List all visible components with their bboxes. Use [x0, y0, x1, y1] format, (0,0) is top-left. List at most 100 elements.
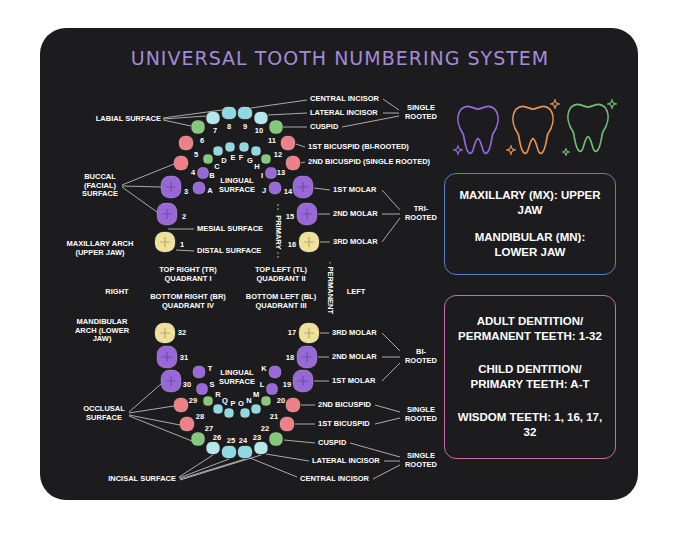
- anatomy-label: 1ST BICUSPID (BI-ROOTED): [308, 143, 409, 152]
- tooth-number: 13: [277, 169, 285, 178]
- anatomy-label: CENTRAL INCISOR: [300, 475, 369, 484]
- sparkle: [607, 99, 617, 109]
- tooth-number: 27: [205, 425, 213, 434]
- permanent-tooth: [293, 176, 313, 198]
- anatomy-label: BI-ROOTED: [403, 348, 439, 365]
- primary-tooth: [240, 143, 249, 152]
- tooth-number: 23: [253, 434, 261, 443]
- molar-groove: [166, 376, 176, 386]
- anatomy-label: SINGLE ROOTED: [401, 452, 441, 469]
- primary-tooth-letter: O: [238, 400, 244, 409]
- anatomy-label: PERMANENT: [326, 263, 335, 317]
- permanent-tooth: [255, 112, 268, 124]
- molar-groove: [166, 182, 176, 192]
- primary-tooth-letter: A: [207, 187, 212, 196]
- tooth-number: 8: [227, 123, 231, 132]
- permanent-tooth: [299, 323, 319, 343]
- anatomy-label: LABIAL SURFACE: [96, 115, 161, 124]
- tooth-number: 16: [288, 241, 296, 250]
- tooth-number: 29: [189, 397, 197, 406]
- info-box: ADULT DENTITION/ PERMANENT TEETH: 1-32CH…: [444, 295, 616, 459]
- tooth-number: 1: [180, 241, 184, 250]
- anatomy-label: INCISAL SURFACE: [108, 475, 176, 484]
- primary-tooth-letter: B: [209, 172, 214, 181]
- sparkle: [562, 148, 570, 156]
- anatomy-label: OCCLUSAL SURFACE: [79, 405, 129, 422]
- permanent-tooth: [270, 433, 283, 446]
- anatomy-label: 1ST MOLAR: [332, 377, 375, 386]
- tooth-number: 25: [227, 437, 235, 446]
- anatomy-label: SINGLE ROOTED: [401, 104, 441, 121]
- permanent-tooth: [238, 446, 252, 458]
- tooth-number: 18: [286, 354, 294, 363]
- tooth-number: 12: [274, 151, 282, 160]
- primary-tooth-letter: T: [208, 365, 213, 374]
- permanent-tooth: [299, 232, 319, 252]
- primary-tooth-letter: H: [254, 163, 259, 172]
- permanent-tooth: [222, 446, 236, 458]
- tooth-number: 30: [183, 381, 191, 390]
- permanent-tooth: [157, 203, 177, 225]
- tooth-number: 10: [255, 127, 263, 136]
- primary-tooth-letter: E: [230, 154, 235, 163]
- tooth-number: 21: [270, 413, 278, 422]
- primary-tooth-letter: P: [230, 400, 235, 409]
- info-text: ADULT DENTITION/ PERMANENT TEETH: 1-32: [453, 314, 607, 344]
- permanent-tooth: [192, 433, 205, 446]
- permanent-tooth: [174, 398, 188, 412]
- primary-tooth-letter: S: [209, 381, 214, 390]
- anatomy-label: MESIAL SURFACE: [197, 225, 263, 234]
- tooth-number: 17: [288, 329, 296, 338]
- primary-tooth: [252, 147, 261, 156]
- tooth-icon: [568, 104, 608, 151]
- anatomy-label: LINGUAL SURFACE: [217, 177, 257, 194]
- primary-tooth-letter: R: [215, 391, 220, 400]
- tooth-number: 14: [284, 188, 292, 197]
- permanent-tooth: [155, 323, 175, 343]
- permanent-tooth: [161, 370, 181, 392]
- anatomy-label: LATERAL INCISOR: [310, 109, 378, 118]
- molar-groove: [160, 237, 170, 247]
- primary-tooth: [241, 409, 250, 418]
- primary-tooth: [269, 182, 281, 194]
- anatomy-label: 1ST MOLAR: [333, 186, 376, 195]
- anatomy-label: 2ND MOLAR: [332, 353, 377, 362]
- molar-groove: [298, 376, 308, 386]
- permanent-tooth: [180, 417, 194, 431]
- permanent-tooth: [297, 346, 317, 368]
- anatomy-label: MANDIBULAR ARCH (LOWER JAW): [71, 318, 133, 344]
- molar-groove: [304, 237, 314, 247]
- molar-groove: [162, 209, 172, 219]
- primary-tooth: [214, 405, 223, 414]
- tooth-number: 7: [213, 127, 217, 136]
- tooth-number: 3: [184, 188, 188, 197]
- permanent-tooth: [207, 112, 220, 124]
- tooth-number: 4: [191, 169, 195, 178]
- info-text: MAXILLARY (MX): UPPER JAW: [453, 188, 607, 218]
- permanent-tooth: [255, 442, 268, 454]
- tooth-number: 6: [200, 137, 204, 146]
- permanent-tooth: [207, 442, 220, 454]
- primary-tooth: [214, 147, 223, 156]
- anatomy-label: 2ND BICUSPID (SINGLE ROOTED): [308, 158, 430, 167]
- tooth-number: 15: [286, 213, 294, 222]
- anatomy-label: 2ND MOLAR: [333, 210, 378, 219]
- tooth-number: 24: [239, 437, 247, 446]
- molar-groove: [298, 182, 308, 192]
- permanent-tooth: [155, 232, 175, 252]
- primary-tooth-letter: I: [261, 172, 263, 181]
- tooth-icon: [513, 106, 553, 153]
- tooth-number: 32: [178, 329, 186, 338]
- tooth-number: 20: [277, 397, 285, 406]
- tooth-number: 2: [182, 213, 186, 222]
- primary-tooth-letter: F: [239, 154, 244, 163]
- anatomy-label: LEFT: [347, 288, 366, 297]
- anatomy-label: LINGUAL SURFACE: [217, 369, 257, 386]
- permanent-tooth: [161, 176, 181, 198]
- primary-tooth-letter: D: [221, 157, 226, 166]
- primary-tooth: [262, 155, 271, 164]
- anatomy-label: BOTTOM RIGHT (BR) QUADRANT IV: [148, 293, 228, 310]
- tooth-number: 19: [283, 381, 291, 390]
- primary-tooth-letter: J: [262, 187, 266, 196]
